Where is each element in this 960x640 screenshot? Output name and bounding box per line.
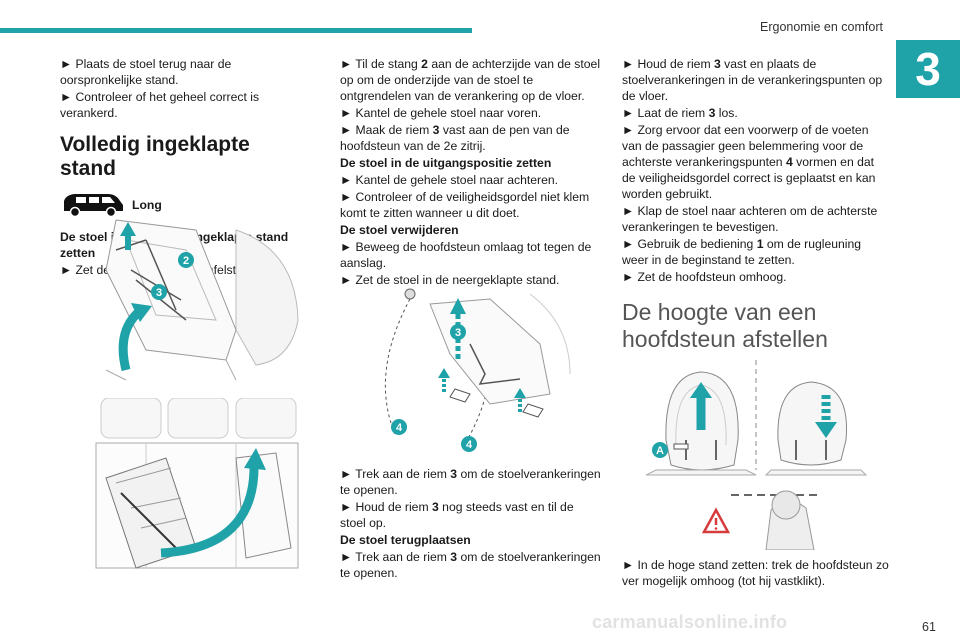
instruction: In de hoge stand zetten: trek de hoofdst…	[622, 557, 890, 589]
instruction: Zet de hoofdsteun omhoog.	[622, 269, 890, 285]
column-2-lower: Trek aan de riem 3 om de stoelverankerin…	[340, 466, 602, 582]
callout-4	[391, 419, 407, 435]
instruction: Kantel de gehele stoel naar voren.	[340, 105, 602, 121]
instruction: Maak de riem 3 vast aan de pen van de ho…	[340, 122, 602, 154]
vehicle-label: Long	[132, 198, 162, 212]
instruction: Houd de riem 3 vast en plaats de stoelve…	[622, 56, 890, 104]
callout-label: 4	[466, 439, 473, 451]
header-accent-bar	[0, 28, 472, 33]
column-2: Til de stang 2 aan de achterzijde van de…	[340, 56, 602, 289]
section-heading: Volledig ingeklapte stand	[60, 133, 250, 180]
section-title: Ergonomie en comfort	[760, 20, 883, 34]
instruction: Zet de stoel in de neergeklapte stand.	[340, 272, 602, 288]
van-icon	[64, 194, 123, 217]
page-number: 61	[922, 620, 936, 634]
callout-3	[151, 284, 167, 300]
instruction: Trek aan de riem 3 om de stoelverankerin…	[340, 549, 602, 581]
vehicle-variant: Long	[60, 191, 308, 217]
seat-removal-illustration: 3 4 4	[384, 288, 571, 452]
subheading: De stoel terugplaatsen	[340, 533, 471, 547]
callout-label: 2	[183, 255, 189, 267]
instruction: Controleer of de veiligheidsgordel niet …	[340, 189, 602, 221]
callout-label: 3	[455, 327, 461, 339]
instruction: Houd de riem 3 nog steeds vast en til de…	[340, 499, 602, 531]
instruction: Til de stang 2 aan de achterzijde van de…	[340, 56, 602, 104]
instruction: Controleer of het geheel correct is vera…	[60, 89, 308, 121]
column-3-lower: In de hoge stand zetten: trek de hoofdst…	[622, 557, 890, 590]
instruction: Klap de stoel naar achteren om de achter…	[622, 203, 890, 235]
watermark: carmanualsonline.info	[592, 612, 788, 632]
instruction: Zorg ervoor dat een voorwerp of de voete…	[622, 122, 890, 202]
section-heading: De hoogte van een hoofdsteun afstellen	[622, 299, 828, 352]
callout-3	[450, 324, 466, 340]
seat-folding-illustration: 2 3	[105, 219, 299, 381]
instruction: Laat de riem 3 los.	[622, 105, 890, 121]
seat-tilted-illustration	[95, 398, 299, 569]
callout-4	[461, 436, 477, 452]
subheading: De stoel in de uitgangspositie zetten	[340, 156, 552, 170]
callout-label: 4	[396, 422, 403, 434]
instruction: Trek aan de riem 3 om de stoelverankerin…	[340, 466, 602, 498]
callout-2	[178, 252, 194, 268]
instruction: Plaats de stoel terug naar de oorspronke…	[60, 56, 308, 88]
headrest-adjust-illustration: A	[646, 360, 868, 550]
callout-a	[652, 442, 668, 458]
subheading: De stoel verwijderen	[340, 223, 459, 237]
callout-label: A	[656, 445, 664, 457]
callout-label: 3	[156, 287, 162, 299]
column-3: Houd de riem 3 vast en plaats de stoelve…	[622, 56, 890, 365]
instruction: Gebruik de bediening 1 om de rugleuning …	[622, 236, 890, 268]
chapter-tab: 3	[896, 40, 960, 98]
instruction: Beweeg de hoofdsteun omlaag tot tegen de…	[340, 239, 602, 271]
instruction: Kantel de gehele stoel naar achteren.	[340, 172, 602, 188]
